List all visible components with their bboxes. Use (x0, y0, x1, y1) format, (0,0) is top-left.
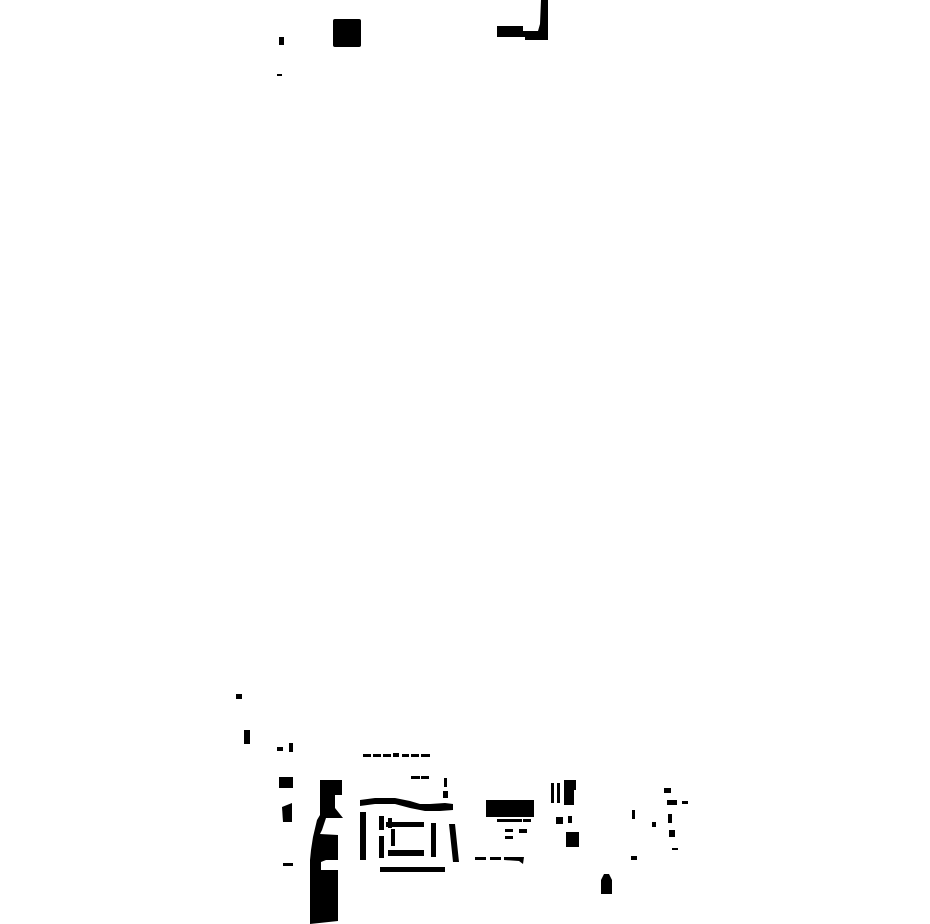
building (333, 19, 361, 47)
building (393, 753, 399, 757)
building (391, 829, 395, 846)
building (667, 800, 677, 805)
building (282, 803, 292, 822)
building (682, 801, 688, 804)
building (664, 788, 671, 793)
building (486, 800, 534, 817)
building (289, 743, 293, 752)
building (386, 822, 424, 827)
building (244, 730, 250, 744)
building (669, 830, 675, 837)
building (279, 37, 284, 45)
building (566, 832, 579, 847)
building (505, 829, 513, 832)
building (568, 816, 572, 823)
building (373, 754, 381, 757)
building (672, 848, 678, 850)
building (564, 780, 576, 805)
building (505, 836, 513, 839)
building (551, 783, 554, 803)
building (631, 856, 637, 860)
building (360, 812, 366, 860)
building (411, 754, 419, 757)
building (443, 791, 448, 798)
building (283, 863, 293, 866)
building-domed (601, 874, 612, 894)
building (379, 836, 384, 858)
building (277, 74, 282, 76)
top-cluster (277, 0, 548, 76)
building (504, 857, 524, 864)
building (421, 754, 430, 757)
building (363, 754, 371, 757)
building (236, 694, 242, 699)
building-row (363, 753, 430, 757)
building (497, 0, 548, 40)
building (444, 778, 447, 787)
building (652, 822, 656, 827)
building (490, 857, 501, 860)
building (277, 747, 283, 751)
building (475, 857, 486, 860)
building-curved-row (360, 798, 453, 811)
bottom-cluster (236, 694, 688, 924)
building (379, 816, 384, 830)
building (411, 776, 420, 779)
building (556, 817, 563, 824)
building (449, 824, 459, 862)
building (519, 829, 527, 833)
building (380, 867, 445, 872)
building (383, 754, 391, 757)
building (668, 814, 672, 823)
building (421, 776, 429, 779)
building (310, 780, 343, 924)
building (497, 819, 522, 822)
building (523, 819, 531, 822)
building (279, 777, 293, 788)
building (431, 823, 436, 857)
building (388, 850, 424, 856)
building (402, 754, 409, 757)
building (632, 810, 635, 819)
building (557, 783, 560, 803)
